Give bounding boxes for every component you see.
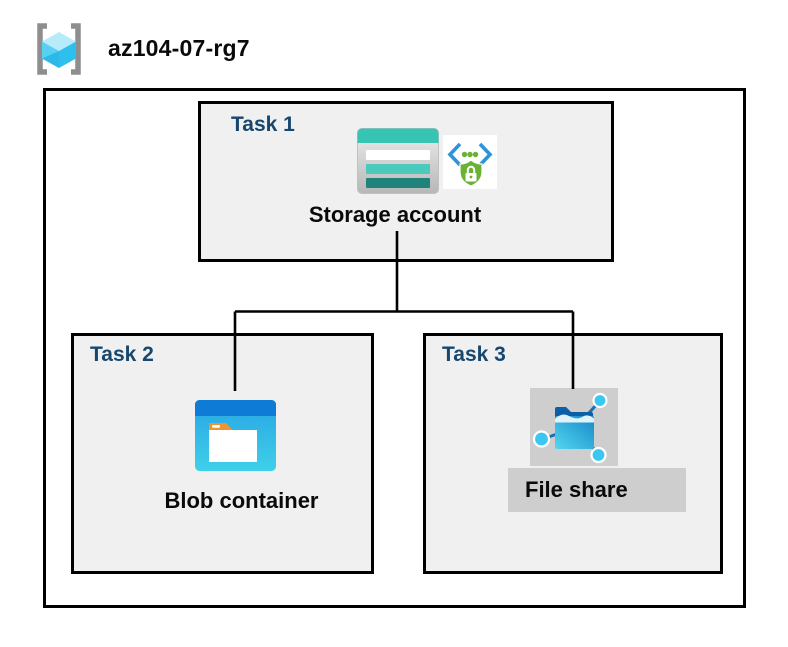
- file-share-icon: [530, 388, 618, 466]
- file-share-label-tile: File share: [508, 468, 686, 512]
- task1-box: Task 1 Storage account: [198, 101, 614, 262]
- task3-label: Task 3: [442, 343, 506, 366]
- task1-label: Task 1: [231, 113, 295, 136]
- file-share-label: File share: [525, 477, 628, 502]
- file-share-icon-tile: [530, 388, 618, 466]
- task2-label: Task 2: [90, 343, 154, 366]
- task2-box: Task 2 Blob container: [71, 333, 374, 574]
- storage-account-label: Storage account: [308, 202, 482, 227]
- blob-container-label: Blob container: [164, 488, 319, 513]
- resource-group-icon: [30, 22, 88, 76]
- resource-group-name: az104-07-rg7: [108, 35, 250, 61]
- blob-container-icon: [195, 400, 276, 471]
- storage-account-icon: [357, 128, 439, 194]
- sas-shield-lock-icon: [443, 135, 497, 189]
- task3-box: Task 3 File share: [423, 333, 723, 574]
